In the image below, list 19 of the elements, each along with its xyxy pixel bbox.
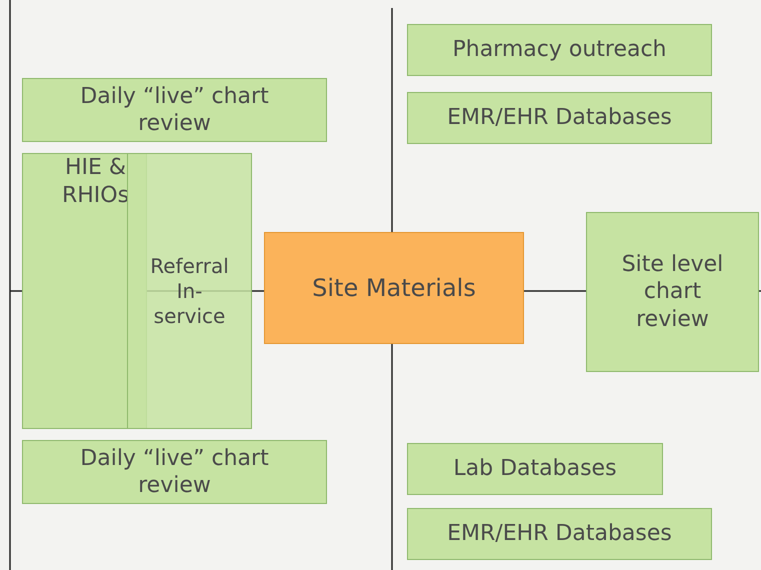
box-label: EMR/EHR Databases <box>447 520 672 548</box>
box-label: Pharmacy outreach <box>452 36 667 64</box>
text-box <box>407 92 712 144</box>
box-label: Referral In-service <box>149 254 230 328</box>
text-box <box>22 78 327 142</box>
text-box <box>407 443 663 495</box>
box-label: EMR/EHR Databases <box>447 104 672 132</box>
text-box <box>127 153 252 429</box>
text-box <box>264 232 524 344</box>
text-box <box>586 212 759 372</box>
text-box <box>407 24 712 76</box>
box-label: Lab Databases <box>453 455 617 483</box>
box-label: Daily “live” chart review <box>79 444 270 500</box>
text-box <box>407 508 712 560</box>
box-label: HIE & RHIOs <box>60 154 130 209</box>
box-label: Daily “live” chart review <box>79 82 270 138</box>
box-label: Site Materials <box>312 273 476 303</box>
text-box <box>22 440 327 504</box>
box-label: Site level chart review <box>620 250 724 334</box>
